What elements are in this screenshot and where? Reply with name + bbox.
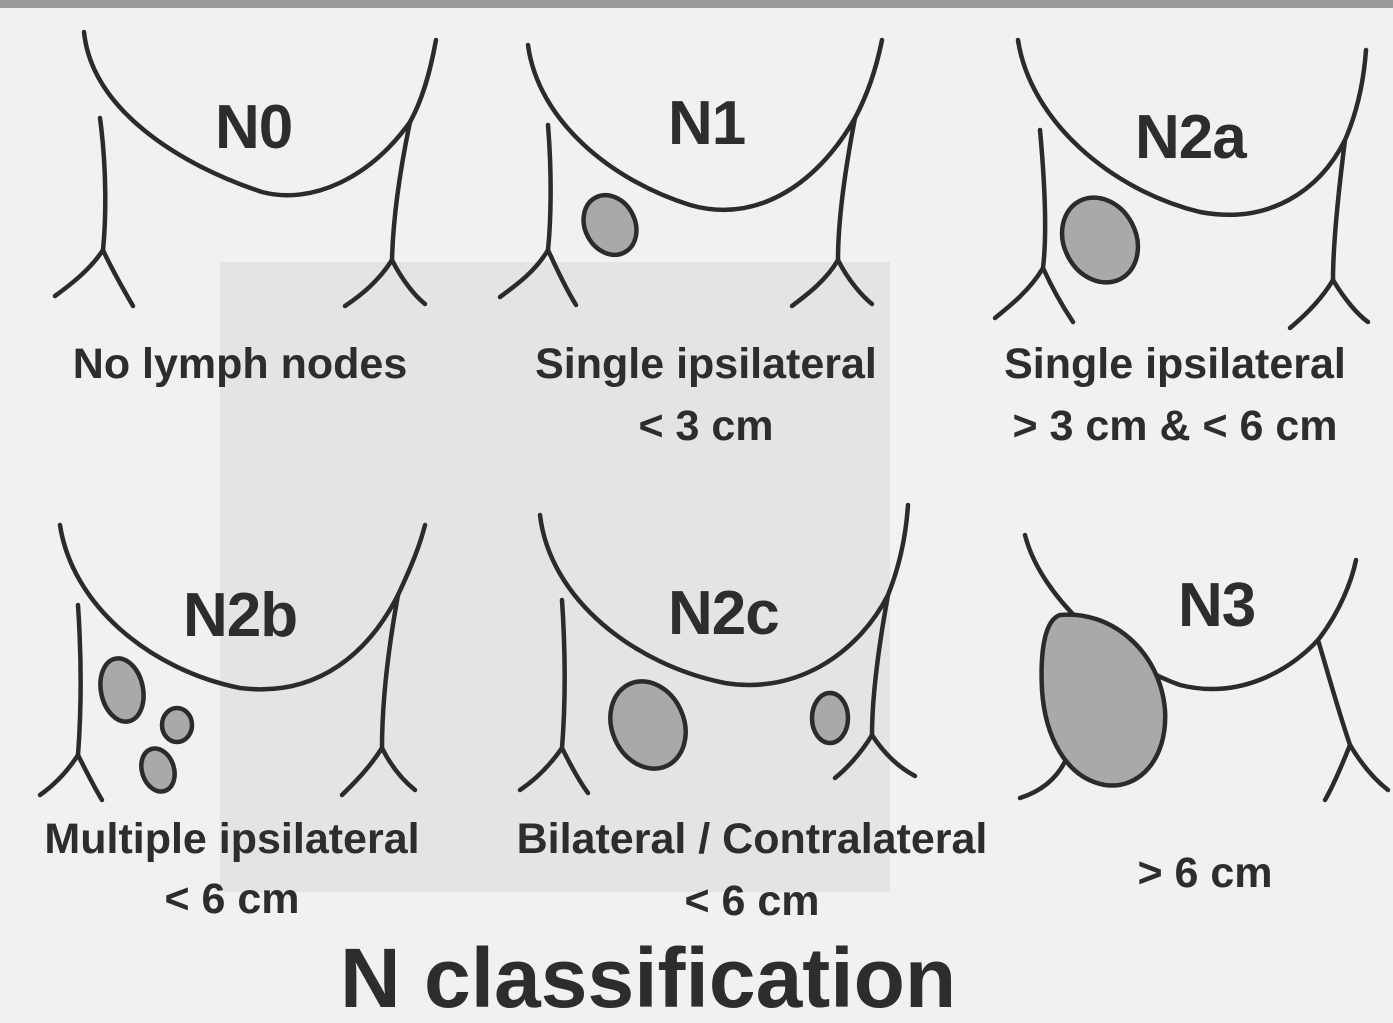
stage-label-n2c: N2c (668, 578, 779, 649)
lymph-node-n2b-2 (162, 708, 192, 742)
neck-outline-n2b (40, 525, 425, 800)
lymph-node-n2c-ipsilateral (597, 669, 699, 781)
description-n1-line1: Single ipsilateral (486, 343, 926, 386)
description-n2b-line1: Multiple ipsilateral (12, 818, 452, 861)
lymph-node-n3 (1042, 615, 1166, 786)
page-title: N classification (340, 930, 956, 1023)
stage-label-n2b: N2b (183, 580, 297, 651)
lymph-node-n2b-3 (136, 744, 180, 796)
description-n2a-line2: > 3 cm & < 6 cm (955, 405, 1393, 448)
lymph-node-n2c-contralateral (812, 693, 848, 743)
lymph-node-n2a (1048, 184, 1153, 296)
description-n2c-line2: < 6 cm (488, 880, 1016, 923)
stage-label-n1: N1 (668, 88, 745, 159)
description-n1-line2: < 3 cm (486, 405, 926, 448)
stage-label-n2a: N2a (1135, 102, 1246, 173)
neck-outline-n0 (55, 32, 436, 306)
description-n2c-line1: Bilateral / Contralateral (488, 818, 1016, 861)
neck-outline-n2a (995, 40, 1368, 328)
neck-outline-n1 (500, 40, 882, 306)
lymph-node-n1 (573, 186, 646, 264)
stage-label-n3: N3 (1178, 570, 1255, 641)
lymph-node-n2b-1 (95, 654, 149, 725)
description-n2b-line2: < 6 cm (12, 878, 452, 921)
description-n0-line1: No lymph nodes (20, 343, 460, 386)
description-n2a-line1: Single ipsilateral (955, 343, 1393, 386)
stage-label-n0: N0 (215, 92, 292, 163)
description-n3-line1: > 6 cm (1050, 852, 1360, 895)
neck-outline-n2c (520, 505, 915, 793)
